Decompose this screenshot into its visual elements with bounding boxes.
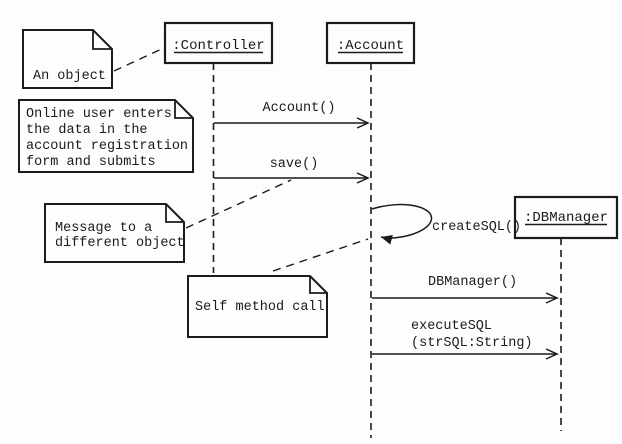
an-object-note-shape bbox=[22, 29, 113, 89]
an-object-note-fold bbox=[92, 30, 112, 50]
online-user-note-fold bbox=[174, 100, 193, 119]
messages: Account() save() createSQL() DBManager()… bbox=[214, 101, 557, 354]
online-user-note-shape bbox=[18, 99, 194, 173]
message-different-note-fold bbox=[165, 204, 184, 223]
createsql-self-call-arrow bbox=[371, 203, 433, 245]
createsql-call-label: createSQL() bbox=[432, 220, 521, 235]
object-controller: :Controller bbox=[163, 21, 274, 65]
note-online-user: Online user enters the data in the accou… bbox=[18, 99, 194, 173]
an-object-note-text: An object bbox=[33, 69, 106, 84]
controller-box bbox=[163, 21, 274, 65]
note-connectors bbox=[113, 46, 369, 272]
an-object-note-connector bbox=[113, 46, 167, 72]
executesql-call-label-line1: executeSQL bbox=[411, 319, 492, 334]
note-message-different: Message to a different object bbox=[44, 203, 185, 263]
self-method-note-fold bbox=[309, 276, 327, 294]
save-call-label: save() bbox=[270, 157, 319, 172]
controller-label: :Controller bbox=[172, 38, 264, 54]
self-method-note-connector bbox=[272, 238, 369, 272]
self-method-note-shape bbox=[187, 275, 328, 338]
message-different-note-line2: different object bbox=[55, 236, 185, 251]
executesql-call-label-line2: (strSQL:String) bbox=[411, 336, 533, 351]
account-call-label: Account() bbox=[263, 101, 336, 116]
online-user-note-line2: the data in the bbox=[26, 123, 148, 138]
online-user-note-line3: account registration bbox=[26, 139, 188, 154]
self-method-note-text: Self method call bbox=[195, 300, 325, 315]
account-label: :Account bbox=[337, 38, 404, 54]
note-an-object: An object bbox=[22, 29, 113, 89]
object-account: :Account bbox=[325, 21, 416, 65]
note-self-method: Self method call bbox=[187, 275, 328, 338]
message-different-note-connector bbox=[185, 179, 292, 229]
message-different-note-shape bbox=[44, 203, 185, 263]
dbmanager-label: :DBManager bbox=[524, 210, 608, 226]
online-user-note-line4: form and submits bbox=[26, 155, 156, 170]
online-user-note-line1: Online user enters bbox=[26, 107, 172, 122]
lifelines bbox=[212, 63, 562, 438]
message-different-note-line1: Message to a bbox=[55, 221, 152, 236]
object-dbmanager: :DBManager bbox=[513, 195, 619, 240]
dbmanager-call-label: DBManager() bbox=[428, 275, 517, 290]
dbmanager-box bbox=[513, 195, 619, 240]
account-box bbox=[325, 21, 416, 65]
